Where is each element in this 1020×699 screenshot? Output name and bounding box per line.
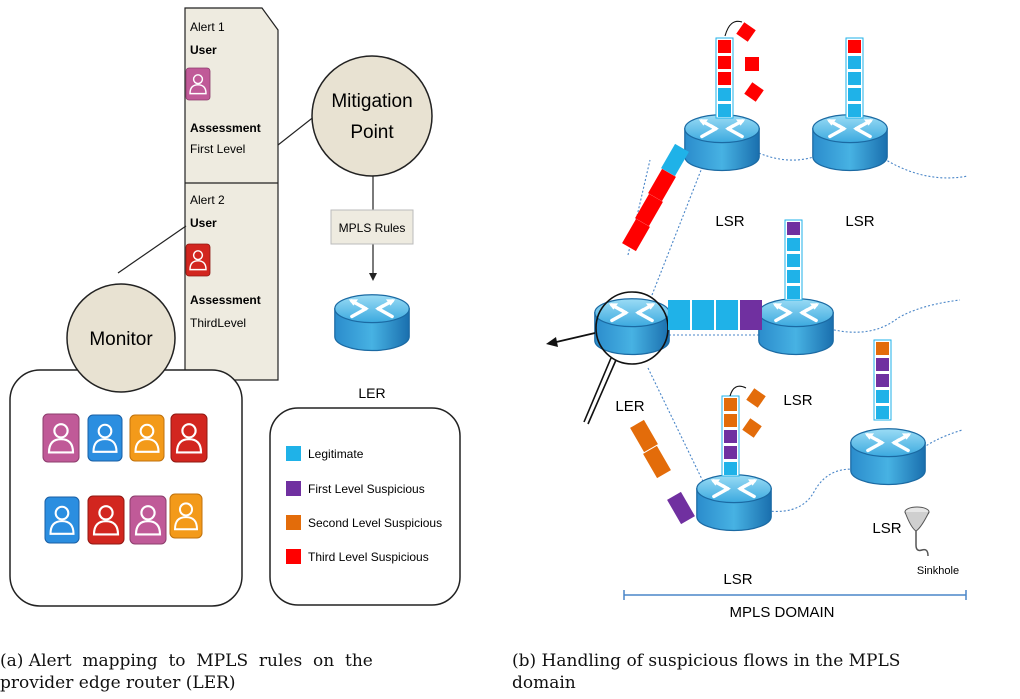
lsr-router-icon: [811, 113, 889, 173]
lsr-label: LSR: [845, 213, 874, 230]
alert2-user-label: User: [190, 216, 217, 230]
alert2-title: Alert 2: [190, 193, 225, 207]
rules-to-ler-arrow: [369, 244, 377, 281]
mitigation-label-line1: Mitigation: [331, 91, 412, 112]
queue-lsr-middle: [784, 219, 803, 301]
queue-lsr-bottom: [721, 385, 766, 477]
sinkhole-icon: [904, 506, 930, 557]
caption-b-line2: domain: [512, 673, 576, 693]
lsr-label: LSR: [723, 571, 752, 588]
monitor-label: Monitor: [89, 329, 153, 350]
queue-lsr-top-right: [845, 37, 864, 119]
legend-swatch-legitimate: [286, 446, 301, 461]
lsr-router-icon: [683, 113, 761, 173]
user-icon-pink: [129, 495, 167, 545]
legend: Legitimate First Level Suspicious Second…: [269, 407, 461, 606]
panel-b: LSR LSR LSR LER LSR LSR: [546, 20, 969, 621]
outgoing-arrow: [546, 332, 596, 347]
alert1-assessment-label: Assessment: [190, 121, 261, 135]
queue-lsr-top-left: [715, 20, 764, 119]
packet-train-upper-diagonal: [622, 143, 689, 252]
panel-a: Alert 1 User Assessment First Level Aler…: [9, 7, 461, 607]
caption-a-line1: (a) Alert mapping to MPLS rules on the: [0, 651, 373, 671]
queue-lsr-lower-right: [873, 339, 892, 421]
lsr-router-icon: [849, 427, 927, 487]
alert2-assessment-label: Assessment: [190, 293, 261, 307]
lsr-label: LSR: [872, 520, 901, 537]
monitor-node: Monitor: [66, 283, 176, 393]
user-icon-blue: [44, 496, 80, 544]
ler-router-icon: [333, 293, 411, 353]
lsr-label: LSR: [715, 213, 744, 230]
alert-document: Alert 1 User Assessment First Level Aler…: [184, 7, 279, 381]
user-icon-orange: [129, 414, 165, 462]
mpls-domain-bracket: [623, 590, 967, 600]
legend-label-first: First Level Suspicious: [308, 482, 425, 496]
mpls-rules-label: MPLS Rules: [339, 221, 406, 235]
lsr-router-icon: [695, 473, 773, 533]
user-icon-orange: [169, 493, 203, 539]
legend-label-third: Third Level Suspicious: [308, 550, 429, 564]
mitigation-point-node: Mitigation Point: [311, 55, 433, 177]
packet-train-lower-diagonal: [630, 419, 695, 525]
alert2-user-icon: [185, 243, 211, 277]
user-icon-red: [87, 495, 125, 545]
ler-label-b: LER: [615, 398, 644, 415]
legend-label-legitimate: Legitimate: [308, 447, 364, 461]
mpls-rules-box: MPLS Rules: [330, 209, 414, 245]
alert1-user-icon: [185, 67, 211, 101]
legend-swatch-second: [286, 515, 301, 530]
mpls-domain-label: MPLS DOMAIN: [729, 604, 834, 621]
user-icon-pink: [42, 413, 80, 463]
user-icon-red: [170, 413, 208, 463]
alert2-assessment-value: ThirdLevel: [190, 316, 246, 330]
user-icon-blue: [87, 414, 123, 462]
caption-b-line1: (b) Handling of suspicious flows in the …: [512, 651, 901, 671]
ler-router-icon: [593, 297, 671, 357]
alert1-assessment-value: First Level: [190, 142, 245, 156]
lsr-router-icon: [757, 297, 835, 357]
mitigation-label-line2: Point: [350, 122, 394, 143]
user-icons-grid: [42, 413, 208, 545]
legend-label-second: Second Level Suspicious: [308, 516, 442, 530]
monitored-users-box: [9, 369, 243, 607]
legend-swatch-first: [286, 481, 301, 496]
lsr-label: LSR: [783, 392, 812, 409]
caption-a-line2: provider edge router (LER): [0, 673, 236, 693]
alert1-title: Alert 1: [190, 20, 225, 34]
ler-label-a: LER: [358, 385, 385, 401]
sinkhole-label: Sinkhole: [917, 565, 959, 577]
packet-train-middle: [668, 300, 762, 330]
legend-swatch-third: [286, 549, 301, 564]
monitor-to-alert-line: [117, 225, 187, 274]
alert1-user-label: User: [190, 43, 217, 57]
